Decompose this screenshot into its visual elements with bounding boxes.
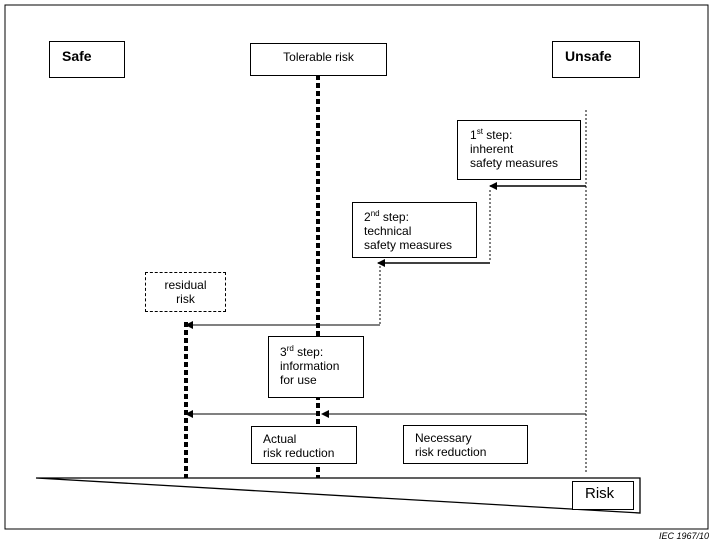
step2-heading: 2nd step: — [364, 209, 409, 224]
actual-line2: risk reduction — [263, 446, 335, 460]
step1-box: 1st step: inherent safety measures — [457, 120, 581, 180]
safe-box: Safe — [49, 41, 125, 78]
step1-line2: safety measures — [470, 156, 559, 170]
step3-line1: information — [280, 359, 340, 373]
residual-risk-box: residual risk — [145, 272, 226, 312]
step1-heading: 1st step: — [470, 127, 513, 142]
step3-line2: for use — [280, 373, 317, 387]
tolerable-risk-box: Tolerable risk — [250, 43, 387, 76]
step3-box: 3rd step: information for use — [268, 336, 364, 398]
residual-line1: residual — [164, 278, 207, 292]
risk-box: Risk — [572, 481, 634, 510]
tolerable-risk-label: Tolerable risk — [283, 50, 354, 64]
necessary-line2: risk reduction — [415, 445, 487, 459]
unsafe-label: Unsafe — [565, 48, 612, 64]
actual-line1: Actual — [263, 432, 297, 446]
unsafe-box: Unsafe — [552, 41, 640, 78]
actual-risk-reduction-box: Actual risk reduction — [251, 426, 357, 464]
step2-line2: safety measures — [364, 238, 453, 252]
step3-heading: 3rd step: — [280, 344, 324, 359]
necessary-risk-reduction-box: Necessary risk reduction — [403, 425, 528, 464]
figure-reference: IEC 1967/10 — [658, 531, 709, 541]
risk-wedge — [35, 477, 641, 514]
residual-line2: risk — [176, 292, 195, 306]
safe-label: Safe — [62, 48, 92, 64]
necessary-line1: Necessary — [415, 431, 472, 445]
step2-box: 2nd step: technical safety measures — [352, 202, 477, 258]
outer-frame — [4, 4, 709, 530]
step2-line1: technical — [364, 224, 412, 238]
step1-line1: inherent — [470, 142, 514, 156]
risk-label: Risk — [585, 485, 615, 502]
